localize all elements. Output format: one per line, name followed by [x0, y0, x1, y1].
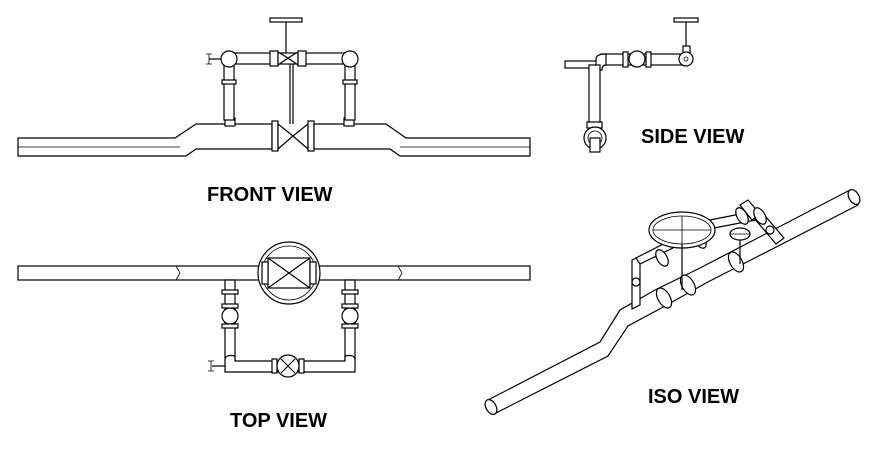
iso-bypass-flange-4	[753, 207, 767, 225]
side-flange-1	[622, 51, 629, 68]
front-riser-right	[344, 63, 356, 121]
top-valve-cross-2	[267, 257, 311, 289]
front-drain-cap-icon	[206, 53, 212, 65]
side-right-elbow-dot	[683, 56, 689, 62]
side-vertical-pipe	[588, 64, 601, 128]
front-valve-right-cone	[292, 122, 309, 151]
iso-bypass-flange-3	[735, 207, 749, 225]
top-branch-flange-l1	[221, 303, 239, 309]
top-valve-flange-right	[309, 261, 317, 285]
top-bend-mark-3	[397, 265, 403, 274]
top-bypass-flange-r	[298, 358, 305, 374]
iso-pipe-end-right	[847, 189, 861, 205]
top-view-label: TOP VIEW	[230, 410, 328, 432]
front-view-label: FRONT VIEW	[207, 184, 333, 206]
front-elbow-left	[220, 50, 238, 68]
top-branch-collar-l	[221, 289, 239, 295]
top-branch-valve-left	[221, 307, 239, 325]
front-flange-left	[271, 120, 279, 152]
top-branch-flange-r2	[341, 323, 359, 329]
iso-bypass-flange-1	[655, 249, 669, 267]
front-handwheel-icon	[269, 17, 303, 23]
front-bypass-flange-left	[269, 50, 279, 67]
side-right-elbow	[678, 51, 694, 67]
side-handwheel-icon	[673, 17, 699, 23]
top-bend-mark-1	[175, 265, 181, 274]
front-flange-right	[307, 120, 315, 152]
iso-view-label: ISO VIEW	[648, 386, 740, 408]
top-bypass-flange-l	[271, 358, 278, 374]
top-drain-cap-icon	[208, 360, 214, 372]
front-view-drawing	[17, 17, 531, 157]
front-main-pipe-left	[17, 123, 273, 157]
side-flange-2	[645, 51, 652, 68]
iso-pipe-end-left	[484, 399, 498, 415]
iso-view-drawing	[484, 189, 861, 415]
side-main-pipe-extension	[589, 137, 601, 153]
front-riser-valve-left	[221, 79, 237, 85]
side-valve-body	[628, 50, 646, 68]
iso-riser-valve	[631, 277, 641, 287]
top-valve-flange-left	[261, 261, 269, 285]
front-valve-left-cone	[277, 122, 294, 151]
iso-main-flange-1	[655, 287, 673, 309]
front-bypass-valve-cone-left	[277, 50, 290, 67]
top-branch-valve-right	[341, 307, 359, 325]
top-branch-collar-r	[341, 289, 359, 295]
top-view-drawing	[17, 241, 531, 378]
iso-main-pipe	[487, 189, 859, 415]
side-view-drawing	[564, 17, 699, 153]
iso-return-valve	[765, 225, 775, 235]
top-bypass-valve-x2	[280, 358, 296, 374]
front-bypass-flange-right	[297, 50, 307, 67]
front-main-pipe-right	[313, 123, 531, 157]
front-elbow-right	[341, 50, 359, 68]
top-bend-mark-2	[175, 272, 181, 281]
top-bend-mark-4	[397, 272, 403, 281]
side-view-label: SIDE VIEW	[641, 126, 745, 148]
front-riser-left	[223, 63, 235, 121]
front-riser-valve-right	[342, 79, 358, 85]
top-branch-flange-r1	[341, 303, 359, 309]
top-branch-flange-l2	[221, 323, 239, 329]
